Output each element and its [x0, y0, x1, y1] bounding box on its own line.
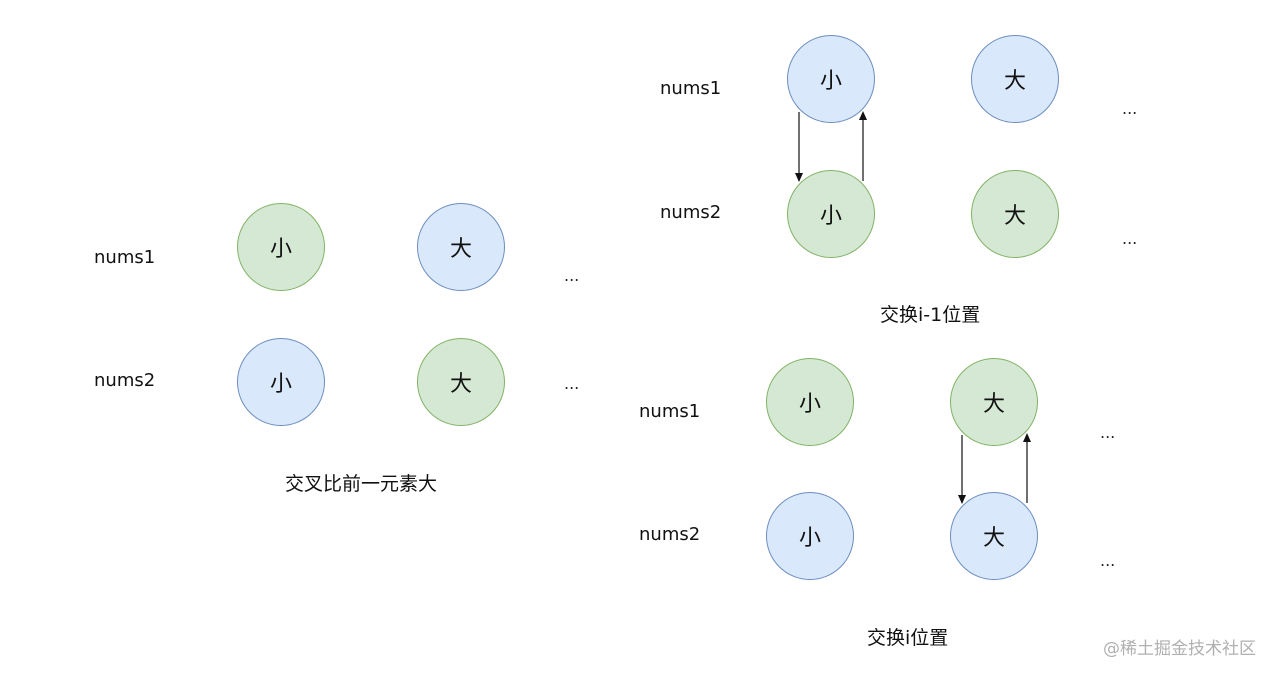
node-small: 小: [787, 35, 875, 123]
ellipsis: ...: [564, 374, 580, 393]
caption: 交换i-1位置: [880, 304, 981, 326]
ellipsis: ...: [1100, 551, 1116, 570]
node-large: 大: [950, 358, 1038, 446]
caption: 交换i位置: [867, 627, 949, 649]
node-large: 大: [950, 492, 1038, 580]
arrow-up-head: [859, 111, 867, 120]
node-small: 小: [766, 492, 854, 580]
ellipsis: ...: [1122, 99, 1138, 118]
node-small: 小: [237, 203, 325, 291]
row-label: nums1: [94, 247, 156, 268]
watermark: @稀土掘金技术社区: [1103, 639, 1256, 659]
row-label: nums2: [660, 202, 722, 223]
row-label: nums2: [639, 524, 701, 545]
node-large: 大: [971, 170, 1059, 258]
node-small: 小: [237, 338, 325, 426]
ellipsis: ...: [1122, 229, 1138, 248]
node-large: 大: [971, 35, 1059, 123]
caption: 交叉比前一元素大: [285, 473, 438, 495]
node-large: 大: [417, 203, 505, 291]
row-label: nums1: [639, 401, 701, 422]
node-large: 大: [417, 338, 505, 426]
node-small: 小: [787, 170, 875, 258]
node-small: 小: [766, 358, 854, 446]
arrow-up-head: [1023, 433, 1031, 442]
ellipsis: ...: [564, 266, 580, 285]
row-label: nums1: [660, 78, 722, 99]
row-label: nums2: [94, 370, 156, 391]
ellipsis: ...: [1100, 423, 1116, 442]
